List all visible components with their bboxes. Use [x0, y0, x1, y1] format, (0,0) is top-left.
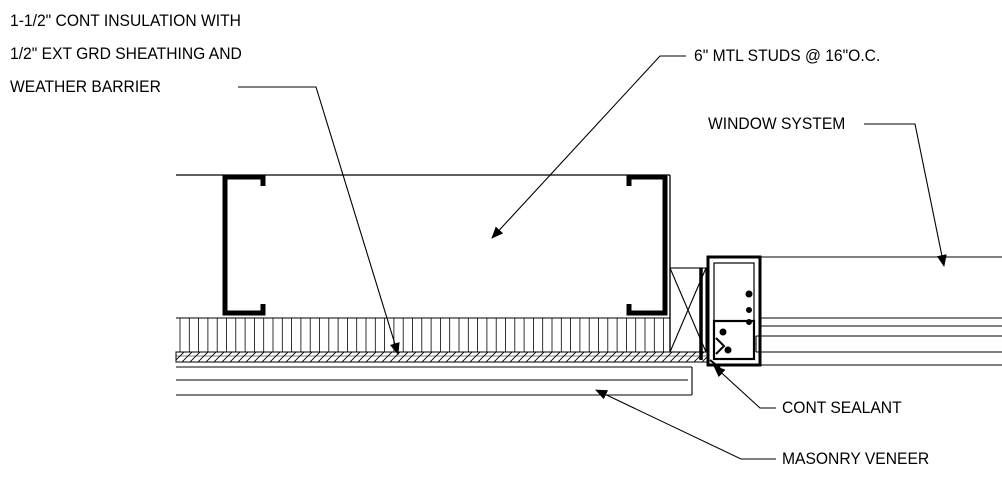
- masonry-veneer: [176, 366, 693, 396]
- cont-sealant-label: CONT SEALANT: [782, 398, 902, 417]
- rigid-insulation: [179, 318, 664, 352]
- exterior-sheathing: [175, 351, 709, 363]
- leader-insulation: [238, 86, 400, 355]
- studs-label: 6" MTL STUDS @ 16"O.C.: [694, 46, 881, 65]
- metal-stud-right: [626, 174, 668, 316]
- window-frame: [699, 255, 762, 369]
- insulation-label-line-2: 1/2" EXT GRD SHEATHING AND: [10, 44, 242, 63]
- leader-window: [864, 123, 947, 267]
- wall-outline: [176, 174, 671, 352]
- leader-masonry: [595, 389, 776, 460]
- insulation-label-line-1: 1-1/2" CONT INSULATION WITH: [10, 11, 241, 30]
- leader-studs: [491, 55, 686, 239]
- insulation-label-line-3: WEATHER BARRIER: [10, 77, 161, 96]
- metal-stud-left: [222, 174, 266, 316]
- masonry-veneer-label: MASONRY VENEER: [782, 449, 930, 468]
- window-glazing: [755, 256, 1002, 366]
- window-system-label: WINDOW SYSTEM: [708, 114, 846, 133]
- leader-sealant: [713, 365, 776, 409]
